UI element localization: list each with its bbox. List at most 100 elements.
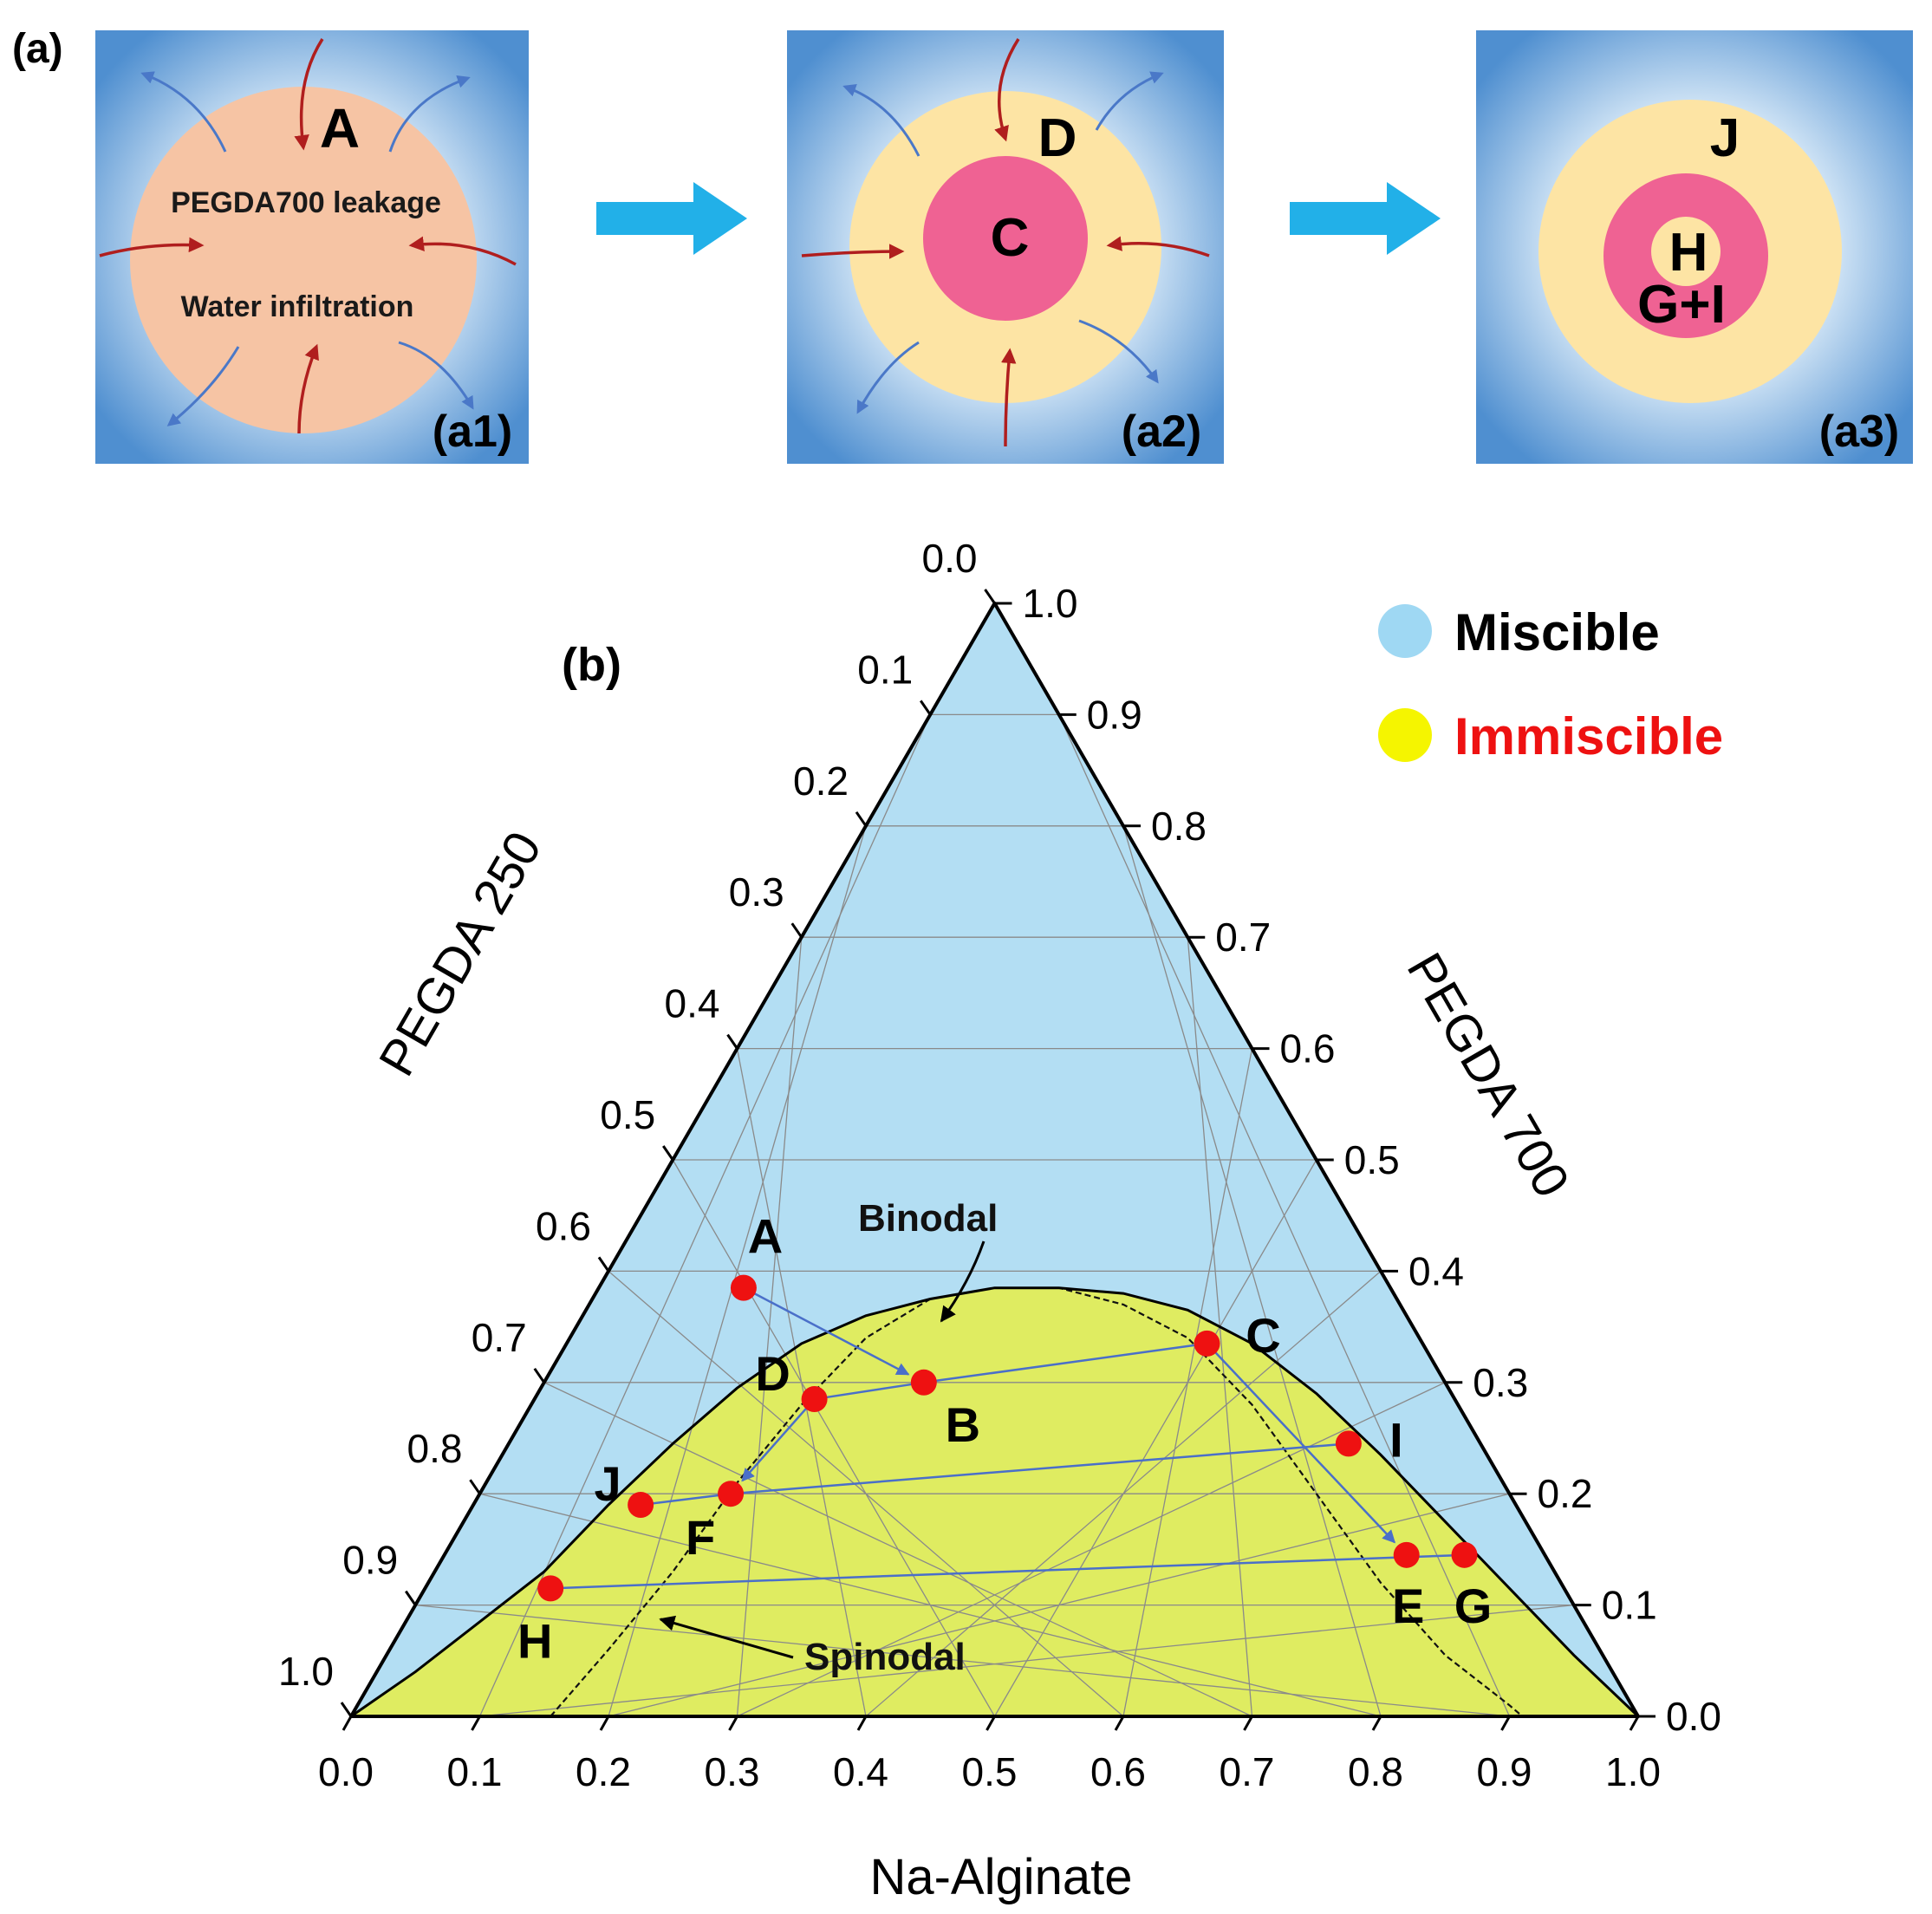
point-label-b: B (946, 1397, 980, 1452)
tick-label-bottom: 0.4 (833, 1749, 888, 1794)
tick-left (597, 1256, 610, 1273)
path-arrow (741, 1407, 808, 1482)
data-point-h (537, 1575, 564, 1602)
panel-a-label: (a) (12, 26, 63, 72)
tick-label-left: 0.9 (342, 1538, 398, 1583)
a1-droplet (130, 87, 477, 433)
tick-bottom (1500, 1715, 1511, 1731)
tick-label-left: 0.7 (472, 1315, 527, 1360)
a2-water-arrow-top (994, 38, 1020, 142)
a1-water-arrow-left (99, 237, 205, 257)
tick-label-right: 0.5 (1344, 1137, 1400, 1182)
tick-label-bottom: 0.7 (1220, 1749, 1275, 1794)
data-point-i (1335, 1430, 1362, 1457)
tick-left (855, 811, 868, 827)
axis-title-na-alginate: Na-Alginate (869, 1849, 1132, 1905)
tick-label-right: 0.6 (1280, 1026, 1336, 1071)
point-label-d: D (755, 1346, 790, 1401)
tie-line (814, 1381, 925, 1401)
a1-leak-arrow-tl (140, 71, 227, 153)
tick-bottom (856, 1715, 868, 1731)
a2-leak-arrow-br (1078, 319, 1159, 384)
panel-a2: D C (a2) (787, 30, 1224, 464)
tick-label-left: 0.8 (407, 1426, 463, 1471)
tick-label-bottom: 0.5 (962, 1749, 1018, 1794)
tick-label-left: 0.4 (665, 981, 720, 1026)
tick-left (726, 1033, 738, 1050)
tick-bottom (986, 1715, 996, 1731)
a2-core (923, 156, 1088, 321)
tick-label-bottom: 0.9 (1477, 1749, 1532, 1794)
tick-label-right: 0.7 (1215, 915, 1271, 960)
gridline-descending (993, 1159, 1317, 1717)
tick-label-left: 0.1 (857, 647, 913, 692)
tick-label-left: 1.0 (278, 1649, 334, 1694)
tick-left (920, 700, 932, 716)
tie-line (640, 1492, 732, 1507)
path-arrow (753, 1292, 910, 1376)
a3-label: (a3) (1819, 407, 1899, 457)
tie-line (730, 1442, 1349, 1495)
data-point-j (628, 1492, 654, 1519)
a1-infiltration-text: Water infiltration (181, 290, 414, 323)
tick-left (662, 1145, 674, 1161)
a2-water-arrow-bottom (1001, 348, 1017, 447)
a2-water-arrow-right (1106, 236, 1210, 257)
tick-label-bottom: 0.0 (318, 1749, 374, 1794)
tick-label-right: 0.9 (1087, 692, 1142, 737)
point-label-j: J (595, 1456, 621, 1511)
tick-label-bottom: 0.8 (1348, 1749, 1403, 1794)
point-label-e: E (1392, 1579, 1424, 1633)
legend: Miscible Immiscible (1378, 603, 1723, 765)
tick-bottom (1243, 1715, 1253, 1731)
legend-swatch-miscible (1378, 604, 1432, 658)
tick-label-left: 0.2 (793, 758, 849, 804)
a3-outer-label: J (1710, 108, 1740, 168)
tick-label-left: 0.5 (600, 1092, 655, 1137)
tick-label-bottom: 1.0 (1605, 1749, 1661, 1794)
tick-left (469, 1479, 481, 1495)
binodal-pointer (940, 1240, 986, 1323)
a1-leak-arrow-tr (388, 75, 471, 153)
legend-swatch-immiscible (1378, 708, 1432, 762)
tick-bottom (599, 1715, 610, 1731)
tick-bottom (728, 1715, 738, 1731)
point-label-g: G (1454, 1579, 1493, 1633)
tick-label-right: 0.1 (1602, 1583, 1657, 1628)
point-label-h: H (517, 1613, 552, 1668)
data-point-d (801, 1386, 828, 1413)
arrow-a2-to-a3 (1290, 182, 1441, 255)
tie-line (550, 1553, 1465, 1590)
tick-label-right: 0.0 (1666, 1694, 1721, 1739)
a1-water-arrow-top (294, 38, 324, 151)
gridline-descending (1122, 1048, 1253, 1717)
tick-label-left: 0.0 (922, 536, 978, 581)
a2-leak-arrow-tl (842, 84, 920, 157)
tick-left (340, 1702, 353, 1717)
data-point-b (910, 1369, 937, 1396)
tick-left (533, 1367, 545, 1383)
gridline-ascending (543, 1382, 1252, 1717)
tie-lines (550, 1292, 1465, 1590)
gridline-ascending (479, 1493, 1382, 1717)
a1-leak-arrow-bl (166, 346, 240, 426)
panel-a1: A PEGDA700 leakage Water infiltration (a… (95, 30, 529, 464)
legend-label-miscible: Miscible (1454, 603, 1660, 661)
tick-bottom (471, 1715, 481, 1731)
a3-core-label: H (1669, 223, 1708, 283)
gridline-descending (1058, 714, 1511, 1717)
tick-label-right: 0.8 (1151, 804, 1207, 849)
panel-b-label: (b) (562, 639, 621, 691)
tick-label-right: 0.3 (1473, 1360, 1528, 1405)
tick-bottom (1371, 1715, 1382, 1731)
panel-a: (a) A PEGDA700 leakage Water infiltratio… (12, 26, 1913, 464)
tick-label-bottom: 0.3 (705, 1749, 760, 1794)
tick-left (984, 589, 996, 604)
ternary-plot: 0.00.00.00.10.10.10.20.20.20.30.30.30.40… (278, 536, 1721, 1794)
a3-core (1651, 217, 1721, 286)
a1-water-arrow-bottom (297, 343, 319, 434)
panel-a3: J H G+I (a3) (1476, 30, 1913, 464)
point-label-c: C (1246, 1308, 1280, 1363)
tick-left (405, 1590, 417, 1606)
